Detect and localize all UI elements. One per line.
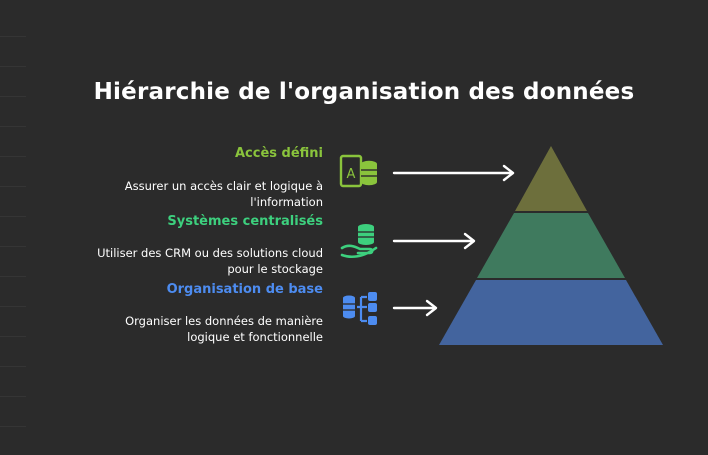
edge-rule <box>0 126 26 127</box>
edge-rule <box>0 156 26 157</box>
level-1-description: Assurer un accès clair et logique à l'in… <box>124 179 323 209</box>
level-3-description: Organiser les données de manière logique… <box>125 314 323 344</box>
edge-rule <box>0 426 26 427</box>
level-2-heading: Systèmes centralisés <box>167 214 323 229</box>
database-hand-icon <box>340 224 378 259</box>
level-3-heading: Organisation de base <box>166 282 323 297</box>
edge-rule <box>0 366 26 367</box>
diagram-title: Hiérarchie de l'organisation des données <box>93 79 635 106</box>
access-database-icon: A <box>339 154 377 188</box>
edge-rule <box>0 216 26 217</box>
arrow-level-1 <box>392 164 515 182</box>
edge-rule <box>0 276 26 277</box>
pyramid-tier-top <box>515 146 587 211</box>
level-2-description: Utiliser des CRM ou des solutions cloud … <box>97 246 323 276</box>
pyramid-tier-bottom <box>439 280 663 345</box>
edge-rule <box>0 66 26 67</box>
pyramid-tier-middle <box>477 213 625 278</box>
edge-rule <box>0 186 26 187</box>
level-1-heading: Accès défini <box>234 146 323 161</box>
arrow-level-2 <box>392 232 476 250</box>
arrow-level-3 <box>392 299 438 317</box>
edge-rule <box>0 306 26 307</box>
svg-text:A: A <box>347 167 356 182</box>
edge-rule <box>0 336 26 337</box>
edge-rule <box>0 96 26 97</box>
edge-rule <box>0 246 26 247</box>
database-structure-icon <box>343 292 377 325</box>
edge-rule <box>0 36 26 37</box>
pyramid <box>439 146 663 345</box>
edge-rule <box>0 396 26 397</box>
